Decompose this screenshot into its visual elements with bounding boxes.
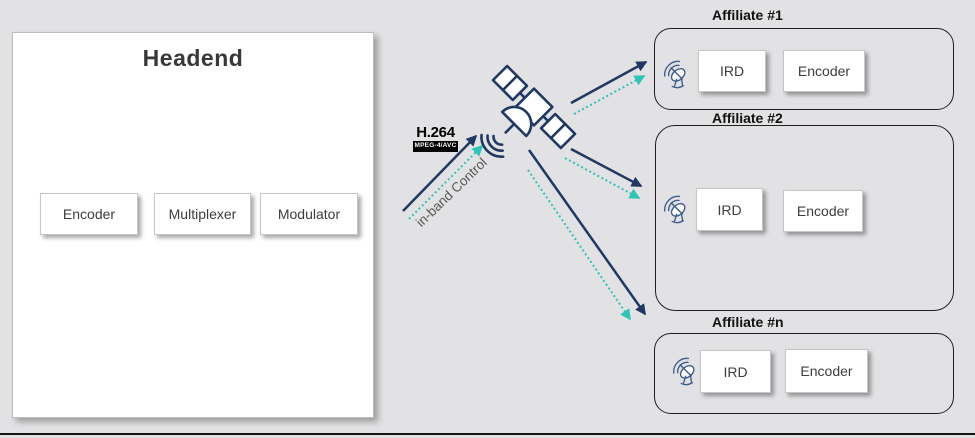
downlink-affiliaten-dotted	[527, 169, 631, 321]
downlink-affiliate1-dotted	[573, 75, 646, 115]
codec-badge: H.264 MPEG-4/AVC	[413, 125, 458, 152]
affiliate1-encoder-box: Encoder	[783, 50, 865, 92]
downlink-affiliate2-dotted	[564, 157, 641, 199]
satellite-dish-icon	[659, 190, 691, 225]
affiliate2-encoder-box: Encoder	[783, 190, 863, 232]
headend-title: Headend	[142, 45, 244, 71]
affiliate2-box: IRD Encoder	[655, 125, 954, 311]
affiliaten-title: Affiliate #n	[712, 314, 784, 330]
affiliate1-box: IRD Encoder	[654, 28, 954, 110]
headend-multiplexer-box: Multiplexer	[154, 193, 251, 235]
affiliate1-ird-box: IRD	[698, 50, 766, 92]
affiliaten-box: IRD Encoder	[654, 333, 954, 414]
headend-panel: Headend Encoder Multiplexer Modulator	[12, 32, 374, 418]
inband-control-label: in-band Control	[413, 154, 490, 230]
downlink-affiliate1-solid	[570, 60, 648, 105]
bottom-divider	[0, 433, 975, 435]
downlink-affiliate2-solid	[570, 147, 643, 188]
satellite-dish-icon	[668, 352, 700, 387]
affiliate2-title: Affiliate #2	[712, 110, 783, 126]
downlink-affiliaten-solid	[527, 149, 647, 316]
headend-modulator-box: Modulator	[260, 193, 358, 235]
affiliaten-encoder-box: Encoder	[785, 349, 868, 393]
affiliaten-ird-box: IRD	[700, 350, 771, 393]
affiliate1-title: Affiliate #1	[712, 7, 783, 23]
satellite-dish-icon	[659, 55, 691, 90]
codec-sub-label: MPEG-4/AVC	[413, 141, 458, 152]
codec-label: H.264	[416, 124, 455, 141]
affiliate2-ird-box: IRD	[696, 188, 763, 231]
headend-encoder-box: Encoder	[40, 193, 138, 235]
